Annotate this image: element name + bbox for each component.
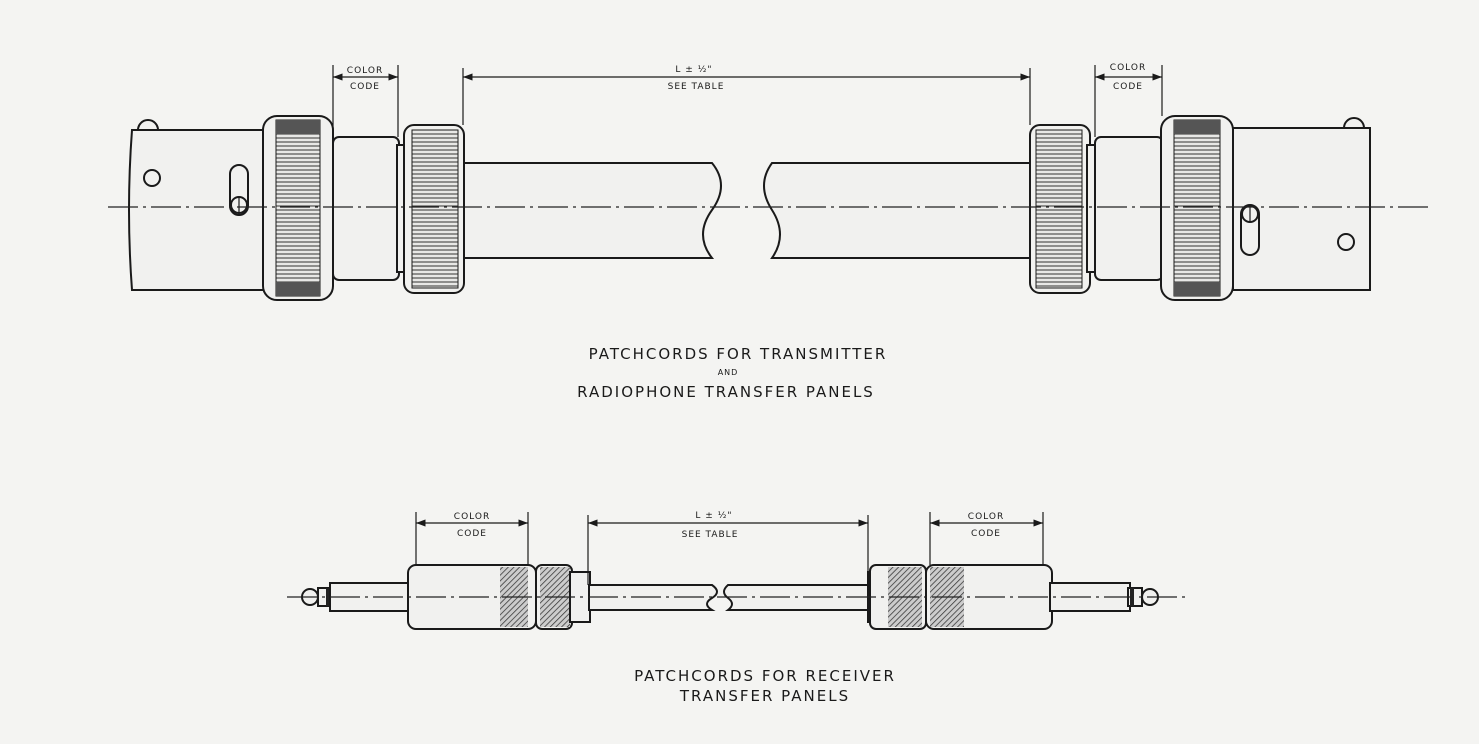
length-dimension-label: L ± ½" [675, 65, 712, 75]
caption-line-1: PATCHCORDS FOR RECEIVER [634, 667, 896, 685]
right-connector [1029, 115, 1371, 301]
see-table-label: SEE TABLE [668, 82, 725, 92]
caption-line-1: PATCHCORDS FOR TRANSMITTER [589, 345, 888, 363]
color-code-label: CODE [1113, 82, 1143, 92]
caption-line-2: RADIOPHONE TRANSFER PANELS [577, 383, 875, 401]
length-dimension-label: L ± ½" [695, 511, 732, 521]
color-code-label: COLOR [454, 512, 490, 522]
transmitter-patchcord: COLOR CODE L ± ½" SEE TABLE COLOR CODE P… [108, 63, 1428, 401]
cable [463, 162, 1031, 259]
color-code-label: CODE [350, 82, 380, 92]
see-table-label: SEE TABLE [682, 530, 739, 540]
caption-line-2: TRANSFER PANELS [679, 687, 850, 705]
dimension-lines [415, 512, 1044, 585]
dimension-lines [332, 65, 1163, 137]
color-code-label: COLOR [347, 66, 383, 76]
color-code-label: CODE [971, 529, 1001, 539]
color-code-label: COLOR [968, 512, 1004, 522]
color-code-label: CODE [457, 529, 487, 539]
left-connector [128, 115, 465, 301]
receiver-patchcord: COLOR CODE L ± ½" SEE TABLE COLOR CODE P… [287, 511, 1190, 705]
caption-and: AND [718, 368, 739, 377]
color-code-label: COLOR [1110, 63, 1146, 73]
